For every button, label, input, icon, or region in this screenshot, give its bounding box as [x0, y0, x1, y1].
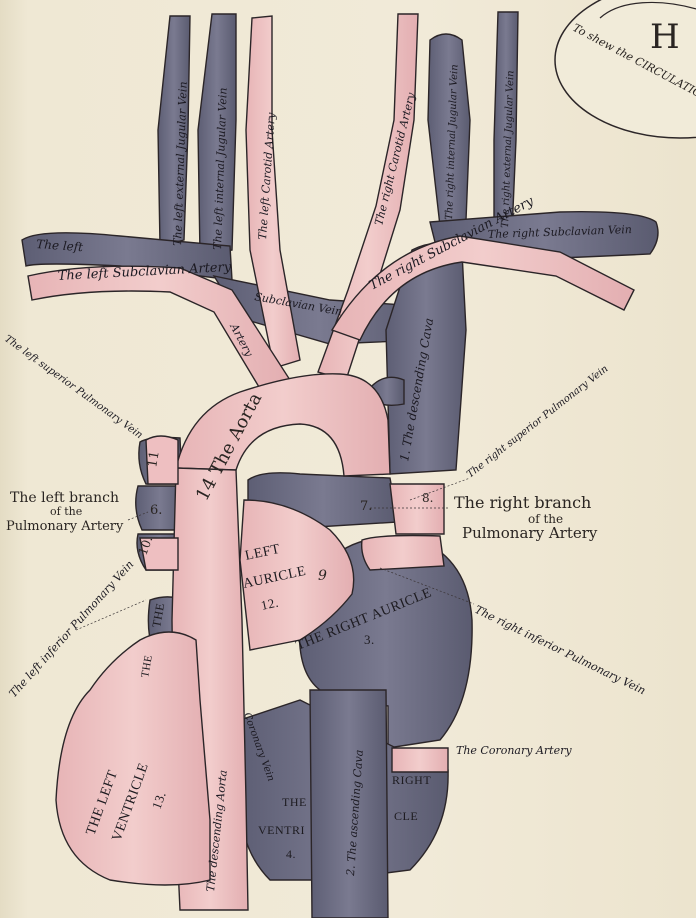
- coronary-artery: [392, 748, 448, 772]
- label-num-8: 8.: [422, 491, 433, 505]
- label-num-11: 11: [145, 450, 163, 469]
- label-the-fragment-2: THE: [282, 795, 307, 809]
- label-coronary-artery: The Coronary Artery: [456, 744, 572, 757]
- label-right-fragment: RIGHT: [392, 773, 431, 787]
- left-ventricle: [56, 632, 210, 885]
- label-right-superior-pulmonary-vein: The right superior Pulmonary Vein: [465, 363, 610, 480]
- label-right-branch-3: Pulmonary Artery: [462, 524, 598, 542]
- pulmonary-artery-segment-8: [390, 484, 444, 534]
- label-left-branch-1: The left branch: [10, 490, 119, 506]
- label-ventri-fragment: VENTRI: [258, 823, 305, 837]
- label-right-branch-1: The right branch: [454, 493, 591, 512]
- aortic-arch: [176, 374, 390, 476]
- label-num-7: 7.: [360, 499, 372, 514]
- label-cle-fragment: CLE: [394, 809, 418, 823]
- label-num-4: 4.: [286, 847, 296, 861]
- title-cartouche: H To shew the CIRCULATION,: [555, 0, 696, 138]
- plate-title-letter: H: [650, 17, 680, 57]
- label-num-6: 6.: [150, 503, 162, 518]
- label-left-superior-pulmonary-vein: The left superior Pulmonary Vein: [2, 334, 144, 442]
- label-right-inferior-pulmonary-vein: The right inferior Pulmonary Vein: [473, 603, 648, 697]
- pulmonary-trunk: [362, 536, 444, 571]
- label-right-auricle-num: 3.: [364, 632, 375, 647]
- label-left-branch-2: of the: [50, 505, 82, 518]
- label-num-9: 9: [318, 568, 327, 584]
- label-left-branch-3: Pulmonary Artery: [6, 519, 124, 534]
